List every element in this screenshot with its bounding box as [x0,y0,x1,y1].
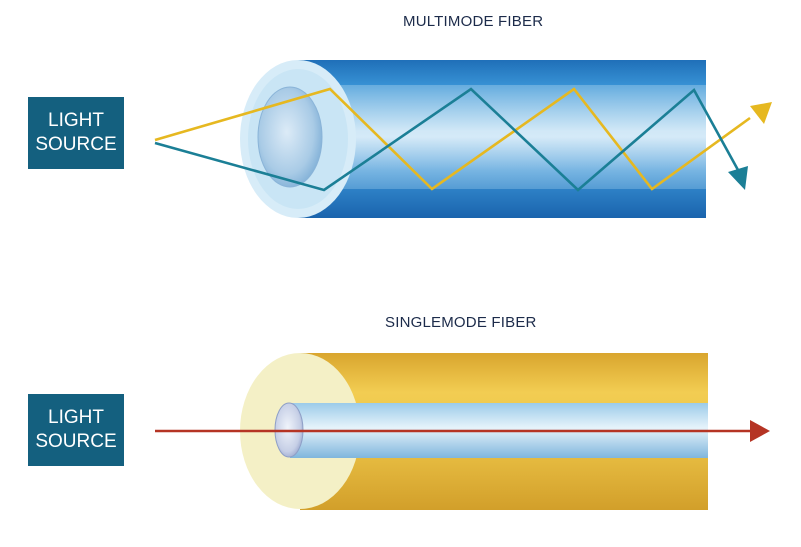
multimode-end-core [257,86,323,188]
multimode-yellow-arrowhead [750,102,772,124]
multimode-teal-arrowhead [728,166,748,190]
multimode-light-source-line1: LIGHT [48,110,104,131]
multimode-core-tube [298,85,706,189]
multimode-light-source: LIGHT SOURCE [28,97,124,169]
multimode-title: MULTIMODE FIBER [403,13,544,30]
singlemode-red-arrowhead [750,420,770,442]
multimode-light-source-line2: SOURCE [35,134,117,155]
singlemode-fiber [155,353,770,510]
multimode-yellow-ray [154,87,751,191]
singlemode-light-source-line1: LIGHT [48,407,104,428]
singlemode-light-source-line2: SOURCE [35,431,117,452]
multimode-teal-ray [154,87,740,192]
singlemode-light-source: LIGHT SOURCE [28,394,124,466]
multimode-fiber [154,60,772,218]
singlemode-title: SINGLEMODE FIBER [385,314,537,331]
